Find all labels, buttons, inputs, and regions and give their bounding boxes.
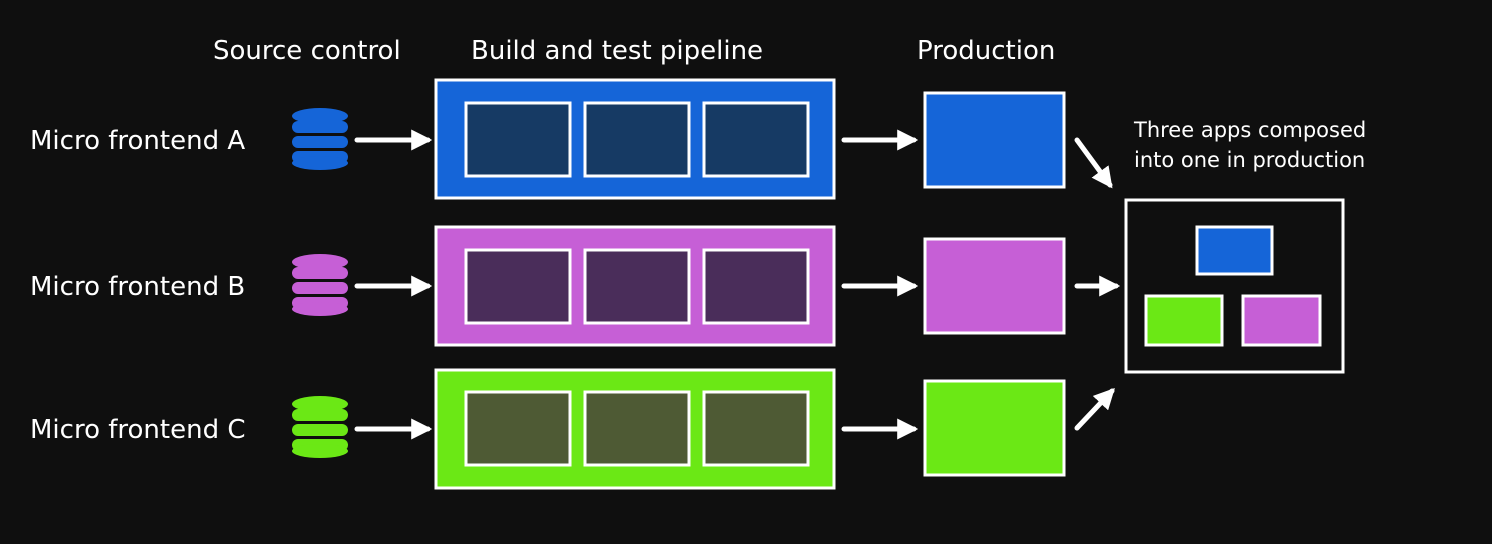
pipeline-stage-b-1 (464, 248, 572, 325)
pipeline-stage-c-3 (702, 390, 810, 467)
row-a (292, 78, 1066, 200)
pipeline-header: Build and test pipeline (471, 36, 764, 66)
database-icon (292, 254, 348, 316)
composed-tile-b (1241, 294, 1322, 347)
db-disk-top (292, 254, 348, 270)
production-header: Production (917, 36, 1056, 66)
pipeline-stage-a-3 (702, 101, 810, 178)
composition-note-line2: into one in production (1134, 148, 1366, 172)
production-box-a (923, 91, 1066, 189)
production-box-b (923, 237, 1066, 335)
database-icon (292, 396, 348, 458)
db-disk-bottom (292, 302, 348, 316)
pipeline-stage-c-1 (464, 390, 572, 467)
composed-tile-a (1195, 225, 1274, 276)
pipeline-stage-b-2 (583, 248, 691, 325)
pipeline-stage-a-2 (583, 101, 691, 178)
db-disk (292, 267, 348, 279)
db-disk (292, 409, 348, 421)
row-c (292, 368, 1066, 490)
db-disk (292, 121, 348, 133)
db-disk (292, 136, 348, 148)
pipeline-stage-b-3 (702, 248, 810, 325)
database-icon (292, 108, 348, 170)
composed-app-frame (1124, 198, 1345, 374)
row-label-c: Micro frontend C (30, 415, 246, 445)
row-b (292, 225, 1066, 347)
pipeline-stage-a-1 (464, 101, 572, 178)
arrow-diagonal-down-icon (1074, 137, 1113, 189)
production-box-c (923, 379, 1066, 477)
db-disk-top (292, 108, 348, 124)
db-disk-bottom (292, 156, 348, 170)
composed-tile-c (1144, 294, 1224, 347)
composed-app (1124, 198, 1345, 374)
row-label-a: Micro frontend A (30, 126, 246, 156)
row-label-b: Micro frontend B (30, 272, 246, 302)
source-control-header: Source control (213, 36, 401, 66)
db-disk-bottom (292, 444, 348, 458)
composition-note-line1: Three apps composed (1134, 118, 1367, 142)
db-disk (292, 424, 348, 436)
arrow-diagonal-up-icon (1074, 387, 1115, 431)
db-disk (292, 282, 348, 294)
pipeline-stage-c-2 (583, 390, 691, 467)
db-disk-top (292, 396, 348, 412)
